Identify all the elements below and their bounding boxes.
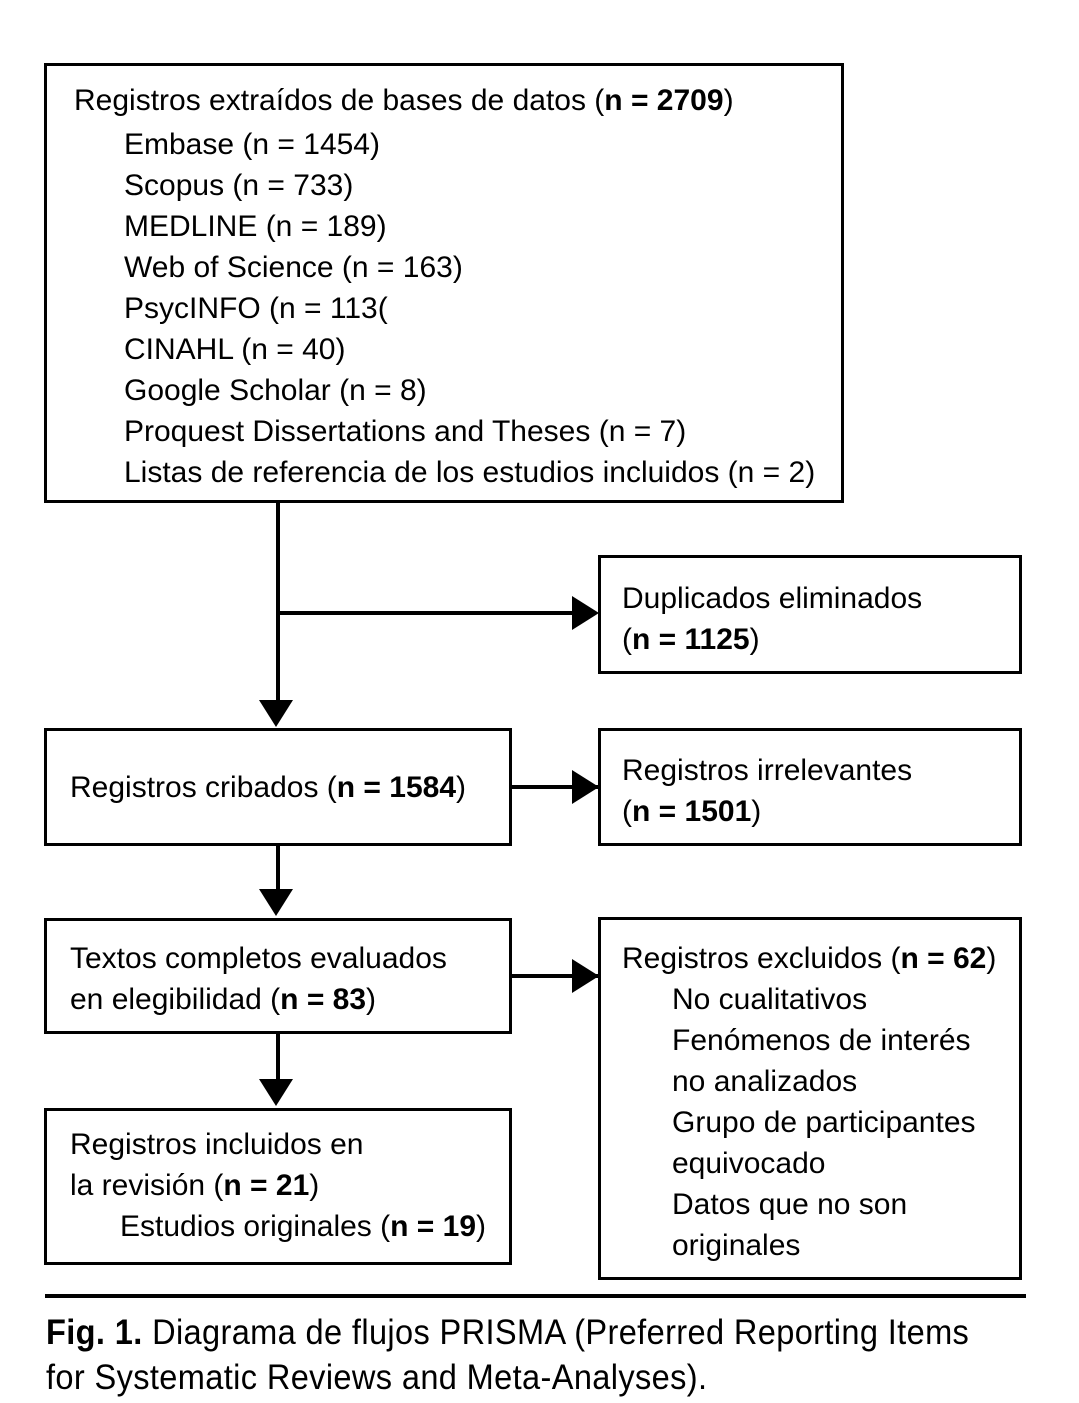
identification-heading-suffix: ) (723, 84, 734, 117)
excluded-heading-count: n = 62 (900, 942, 987, 975)
exclusion-reason-3-cont: equivocado (672, 1147, 826, 1180)
arrowhead-identification-to-screened (259, 700, 293, 727)
arrowhead-to-duplicates (572, 596, 599, 630)
identification-heading-count: n = 2709 (604, 84, 724, 117)
included-count: n = 21 (223, 1169, 310, 1202)
duplicates-removed-box (598, 555, 1022, 674)
exclusion-reason-1: No cualitativos (672, 983, 868, 1016)
connector-screened-to-irrelevant (512, 785, 602, 789)
source-item-medline: MEDLINE (n = 189) (124, 210, 387, 243)
source-item-reference-lists: Listas de referencia de los estudios inc… (124, 456, 816, 489)
connector-eligibility-to-included (276, 1034, 280, 1079)
eligibility-line2: en elegibilidad (n = 83) (70, 979, 376, 1020)
figure-caption: Fig. 1. Diagrama de flujos PRISMA (Prefe… (46, 1310, 985, 1400)
exclusion-reason-4: Datos que no son (672, 1188, 908, 1221)
figure-caption-label: Fig. 1. (46, 1313, 143, 1352)
connector-identification-to-screened (276, 503, 280, 703)
caption-divider-rule (45, 1294, 1026, 1298)
duplicates-label: Duplicados eliminados (622, 582, 923, 615)
exclusion-reason-3: Grupo de participantes (672, 1106, 976, 1139)
identification-box (44, 63, 844, 503)
included-line1: Registros incluidos en (70, 1128, 364, 1161)
exclusion-reason-4-cont: originales (672, 1229, 801, 1262)
included-line2: la revisión (n = 21) (70, 1165, 319, 1206)
included-prefix: la revisión ( (70, 1169, 224, 1202)
exclusion-reason-2: Fenómenos de interés (672, 1024, 971, 1057)
arrowhead-eligibility-to-included (259, 1079, 293, 1106)
source-item-psycinfo: PsycINFO (n = 113( (124, 292, 388, 325)
source-item-proquest: Proquest Dissertations and Theses (n = 7… (124, 415, 687, 448)
original-studies-suffix: ) (476, 1210, 487, 1243)
records-screened-label: Registros cribados (n = 1584) (70, 767, 466, 808)
exclusion-reason-2-cont: no analizados (672, 1065, 858, 1098)
source-item-scopus: Scopus (n = 733) (124, 169, 354, 202)
arrowhead-screened-to-eligibility (259, 889, 293, 916)
source-item-embase: Embase (n = 1454) (124, 128, 380, 161)
source-item-web-of-science: Web of Science (n = 163) (124, 251, 463, 284)
arrowhead-eligibility-to-excluded (572, 959, 599, 993)
eligibility-line1: Textos completos evaluados (70, 942, 447, 975)
duplicates-count: (n = 1125) (622, 619, 760, 660)
identification-heading: Registros extraídos de bases de datos (n… (74, 80, 734, 121)
connector-eligibility-to-excluded (512, 974, 602, 978)
irrelevant-label: Registros irrelevantes (622, 754, 913, 787)
excluded-records-box (598, 917, 1022, 1280)
original-studies-prefix: Estudios originales ( (120, 1210, 391, 1243)
source-item-google-scholar: Google Scholar (n = 8) (124, 374, 427, 407)
identification-heading-prefix: Registros extraídos de bases de datos ( (74, 84, 605, 117)
irrelevant-count-value: n = 1501 (632, 795, 752, 828)
connector-screened-to-eligibility (276, 846, 280, 891)
records-screened-box (44, 728, 512, 846)
figure-caption-text: Diagrama de flujos PRISMA (Preferred Rep… (46, 1313, 970, 1397)
eligibility-count: n = 83 (280, 983, 367, 1016)
excluded-heading-suffix: ) (986, 942, 997, 975)
included-line3-original-studies: Estudios originales (n = 19) (70, 1206, 486, 1247)
duplicates-count-suffix: ) (749, 623, 760, 656)
eligibility-suffix: ) (366, 983, 377, 1016)
excluded-heading: Registros excluidos (n = 62) (622, 938, 996, 979)
irrelevant-count-suffix: ) (751, 795, 762, 828)
irrelevant-count-prefix: ( (622, 795, 632, 828)
irrelevant-records-box (598, 728, 1022, 846)
irrelevant-count: (n = 1501) (622, 791, 761, 832)
duplicates-count-prefix: ( (622, 623, 632, 656)
connector-to-duplicates (276, 611, 576, 615)
excluded-heading-prefix: Registros excluidos ( (622, 942, 901, 975)
records-screened-count: n = 1584 (336, 771, 457, 804)
included-records-box (44, 1108, 512, 1265)
arrowhead-screened-to-irrelevant (572, 770, 599, 804)
source-item-cinahl: CINAHL (n = 40) (124, 333, 346, 366)
included-suffix: ) (309, 1169, 320, 1202)
records-screened-prefix: Registros cribados ( (70, 771, 337, 804)
records-screened-suffix: ) (456, 771, 467, 804)
duplicates-count-value: n = 1125 (632, 623, 750, 656)
original-studies-count: n = 19 (390, 1210, 477, 1243)
eligibility-prefix: en elegibilidad ( (70, 983, 281, 1016)
eligibility-box (44, 918, 512, 1034)
